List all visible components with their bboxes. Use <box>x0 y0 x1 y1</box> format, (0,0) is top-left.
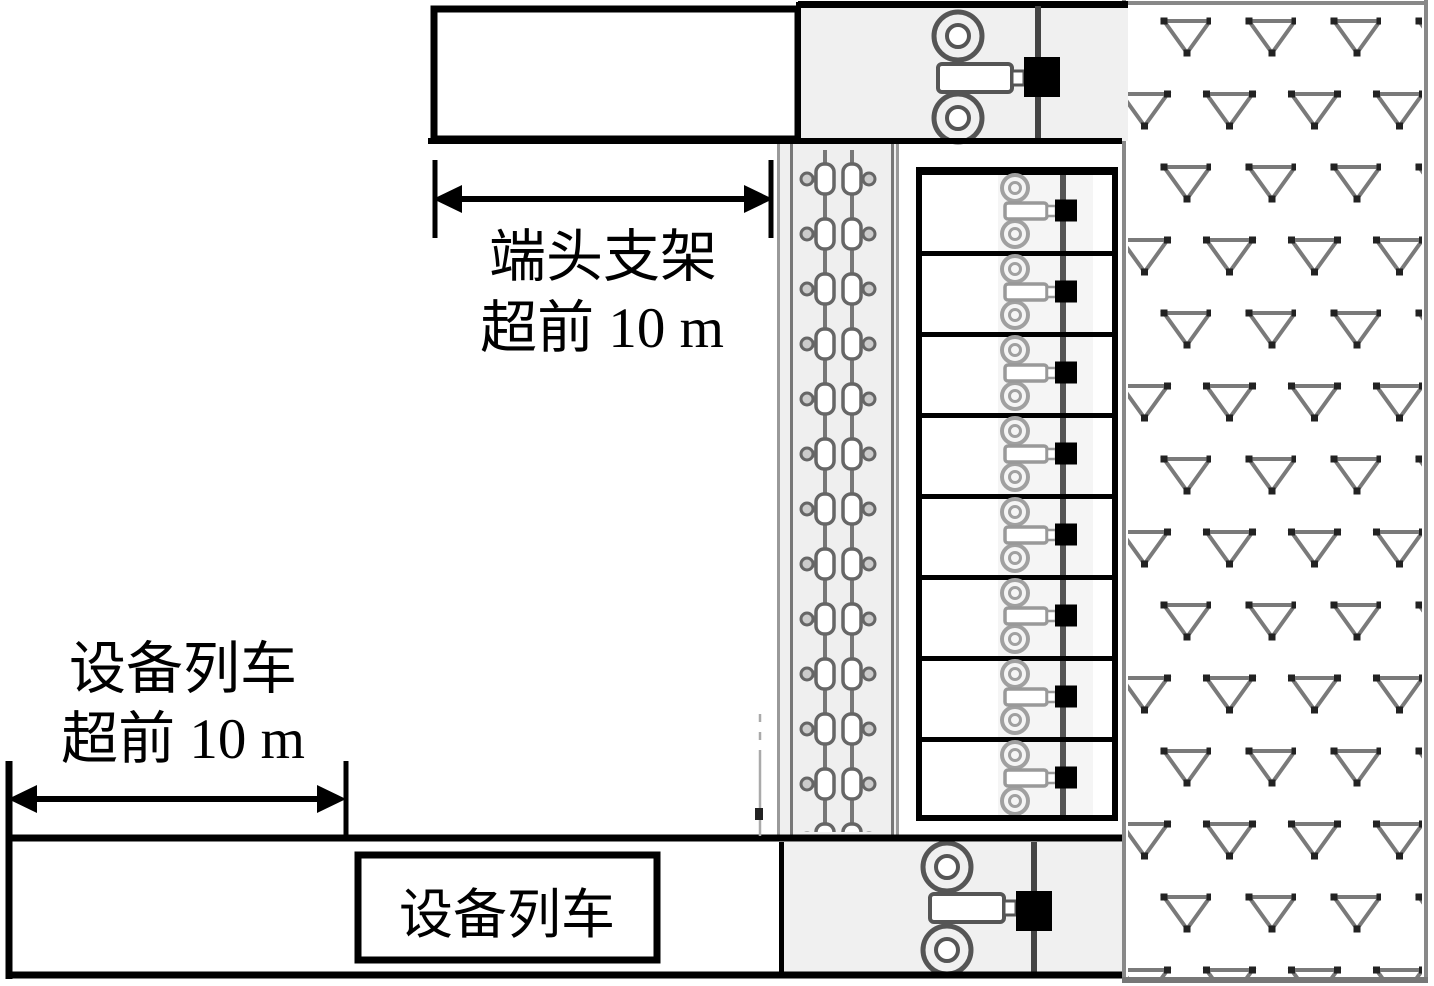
bottom-dimension-right-arrowhead <box>317 785 346 813</box>
top-dimension: 端头支架 超前 10 m <box>432 160 774 360</box>
gob-triangle-pattern <box>1128 4 1422 977</box>
bottom-support-ram-stub <box>1002 899 1018 917</box>
conveyor-right-inner-rail <box>891 144 894 838</box>
top-end-support <box>796 1 1128 145</box>
top-support-ram-stub <box>1010 69 1026 87</box>
top-end-support-left-border <box>796 2 801 141</box>
face-conveyor <box>777 144 899 838</box>
gob-left-border <box>1122 0 1126 983</box>
bottom-support-leg-circle-inner2 <box>934 937 960 963</box>
bottom-dimension-label-line1: 设备列车 <box>69 638 297 701</box>
gob-bottom-border <box>1122 977 1428 983</box>
top-dimension-left-arrowhead <box>433 185 462 213</box>
bottom-end-support-left-border <box>779 842 784 975</box>
support-sections <box>919 170 1115 818</box>
top-roadway-outline <box>430 5 802 143</box>
bottom-support-ram <box>928 892 1006 924</box>
gob-top-border <box>1126 1 1428 5</box>
top-dimension-label-line1: 端头支架 <box>489 226 717 289</box>
bottom-support-leg-circle-outer <box>920 840 974 894</box>
guide-line-mark <box>755 808 763 820</box>
gob-right-border <box>1424 0 1428 983</box>
hydraulic-support-bank <box>916 167 1118 821</box>
bottom-support-leg-circle-inner <box>934 854 960 880</box>
top-support-pusher-block <box>1024 57 1060 97</box>
equipment-train-box-label: 设备列车 <box>399 885 615 945</box>
top-dimension-label-line2: 超前 10 m <box>480 297 724 360</box>
support-bank-outline <box>916 167 1118 821</box>
top-end-support-top-border <box>798 1 1128 8</box>
bottom-dimension: 设备列车 超前 10 m <box>8 638 349 838</box>
equipment-train-box <box>354 851 661 964</box>
bottom-dimension-label-line2: 超前 10 m <box>61 708 305 771</box>
conveyor-left-outer-rail <box>777 144 780 838</box>
bottom-roadway: 设备列车 <box>5 761 1122 979</box>
conveyor-left-inner-rail <box>790 144 793 838</box>
conveyor-chain <box>796 150 884 832</box>
top-support-leg-circle-outer <box>931 9 985 63</box>
top-support-ram <box>936 62 1014 94</box>
top-dimension-right-arrowhead <box>744 185 773 213</box>
top-support-leg-circle-inner <box>945 23 971 49</box>
conveyor-right-outer-rail <box>896 144 899 838</box>
bottom-dimension-left-arrowhead <box>8 785 37 813</box>
gob-area <box>1122 0 1428 983</box>
bottom-support-pusher-block <box>1016 891 1052 931</box>
roadway-guide-line <box>755 714 763 836</box>
top-support-leg-circle-inner2 <box>945 105 971 131</box>
